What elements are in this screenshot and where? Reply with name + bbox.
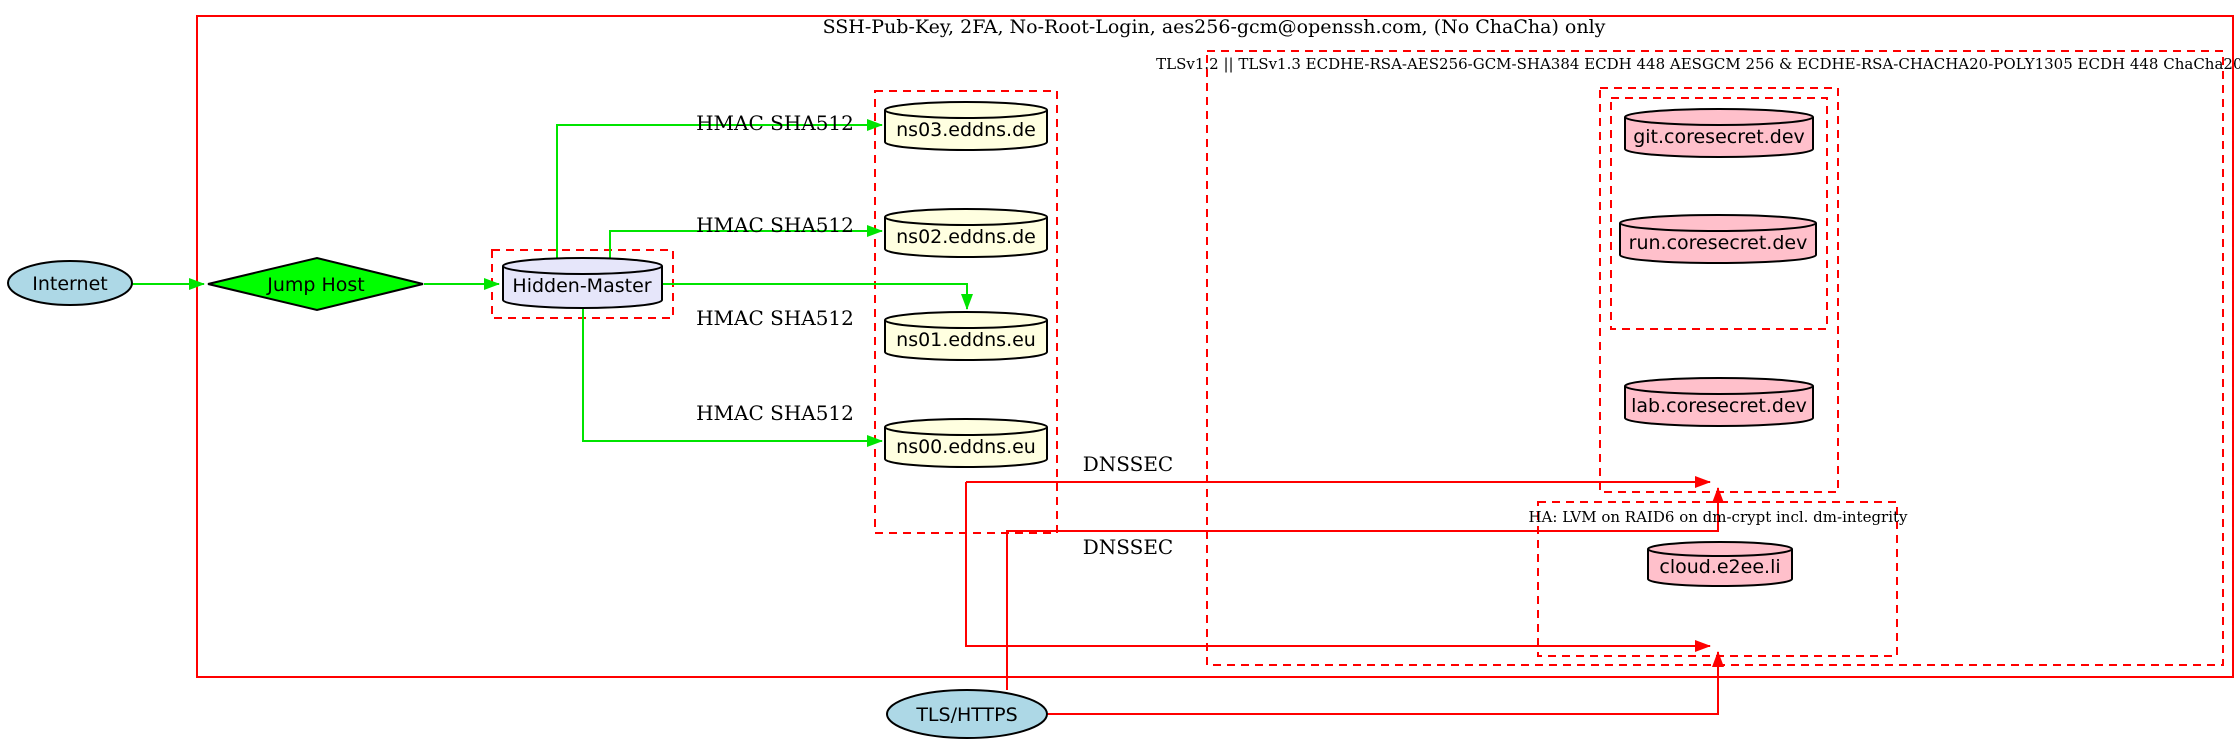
node-hidden-master	[502, 257, 663, 309]
node-cloud-lid	[1647, 548, 1793, 557]
node-ns02-label: ns02.eddns.de	[896, 226, 1036, 248]
node-ns01-label: ns01.eddns.eu	[896, 329, 1036, 351]
edge-tlshttps-ha	[1047, 651, 1724, 715]
cluster-ha-label: HA: LVM on RAID6 on dm-crypt incl. dm-in…	[1528, 508, 1908, 526]
cluster-tls-border	[1206, 50, 2224, 666]
node-ns03	[884, 101, 1048, 151]
node-git-lid	[1624, 116, 1814, 126]
node-ns03-label: ns03.eddns.de	[896, 119, 1036, 141]
node-run	[1619, 214, 1817, 264]
node-ns01-lid	[884, 319, 1048, 329]
edge-tlshttps-lab	[1006, 487, 1724, 690]
edge-label-dnssec-bottom: DNSSEC	[1083, 535, 1174, 559]
node-jump-host	[207, 256, 424, 312]
node-run-lid	[1619, 222, 1817, 232]
node-ns00	[884, 418, 1048, 468]
node-lab-lid	[1624, 385, 1814, 395]
node-ns03-lid	[884, 109, 1048, 119]
cluster-ssh-label: SSH-Pub-Key, 2FA, No-Root-Login, aes256-…	[823, 16, 1606, 38]
node-lab	[1624, 377, 1814, 427]
node-cloud-label: cloud.e2ee.li	[1659, 556, 1780, 578]
node-git-label: git.coresecret.dev	[1633, 126, 1805, 148]
cluster-ssh-border	[196, 15, 2234, 678]
node-tls-https	[886, 689, 1048, 739]
edge-label-dnssec-top: DNSSEC	[1083, 452, 1174, 476]
node-cloud	[1647, 541, 1793, 587]
edge-hiddenmaster-ns00	[582, 308, 883, 447]
node-ns02-lid	[884, 216, 1048, 226]
edge-label-hmac-ns03: HMAC SHA512	[696, 111, 854, 135]
edge-label-hmac-ns01: HMAC SHA512	[696, 306, 854, 330]
edge-hiddenmaster-ns02	[609, 225, 883, 258]
node-ns01	[884, 311, 1048, 361]
node-internet-label: Internet	[32, 273, 107, 295]
node-hidden-master-label: Hidden-Master	[512, 275, 651, 297]
node-hidden-master-lid	[502, 265, 663, 275]
node-git	[1624, 108, 1814, 158]
node-tls-https-label: TLS/HTTPS	[915, 704, 1017, 726]
node-ns00-lid	[884, 426, 1048, 436]
node-jump-host-label: Jump Host	[266, 274, 365, 296]
edge-hiddenmaster-ns01	[662, 283, 973, 310]
node-ns00-label: ns00.eddns.eu	[896, 436, 1036, 458]
cluster-tls-label: TLSv1.2 || TLSv1.3 ECDHE-RSA-AES256-GCM-…	[1156, 55, 2240, 73]
edge-label-hmac-ns00: HMAC SHA512	[696, 401, 854, 425]
edge-label-hmac-ns02: HMAC SHA512	[696, 213, 854, 237]
edge-hiddenmaster-ns03	[556, 119, 883, 258]
node-internet	[7, 260, 133, 306]
node-ns02	[884, 208, 1048, 258]
node-lab-label: lab.coresecret.dev	[1631, 395, 1807, 417]
edge-dnssec-ha	[965, 482, 1711, 652]
node-run-label: run.coresecret.dev	[1629, 232, 1808, 254]
